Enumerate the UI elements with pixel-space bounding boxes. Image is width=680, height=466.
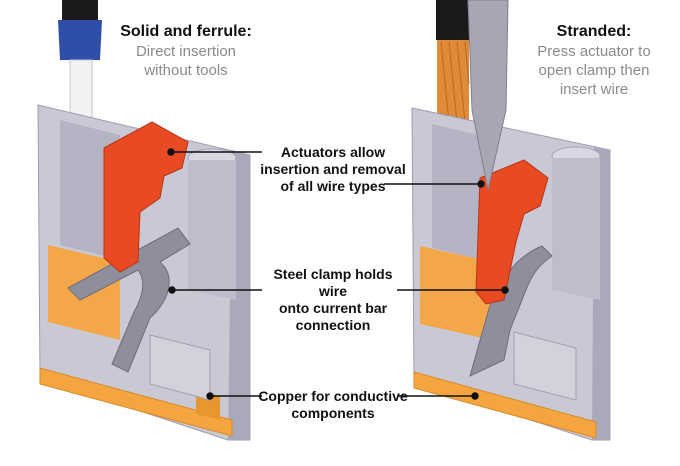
callout-actuators-line-3: of all wire types xyxy=(280,178,386,194)
left-wire-insulation xyxy=(62,0,98,22)
callout-actuators-line-2: insertion and removal xyxy=(260,161,406,177)
right-caption-line-2: open clamp then xyxy=(538,62,650,79)
leader-dot-copper-right xyxy=(471,392,479,400)
callout-copper: Copper for conductive components xyxy=(258,388,408,422)
left-ferrule xyxy=(58,20,102,60)
left-caption: Solid and ferrule: Direct insertion with… xyxy=(108,22,264,80)
right-copper-bar xyxy=(413,371,597,439)
left-caption-line-2: without tools xyxy=(144,62,228,79)
leader-dot-actuator-left xyxy=(167,148,175,156)
left-steel-clamp xyxy=(67,227,191,373)
callout-copper-line-2: components xyxy=(291,405,375,421)
right-wire-channel xyxy=(432,124,492,262)
left-caption-line-1: Direct insertion xyxy=(135,43,237,60)
callout-clamp-line-1: Steel clamp holds wire xyxy=(273,266,393,299)
callout-copper-line-1: Copper for conductive xyxy=(258,388,408,404)
callout-actuators-line-1: Actuators allow xyxy=(280,144,386,160)
right-copper-body xyxy=(420,246,492,340)
leader-dot-copper-left xyxy=(206,392,214,400)
callout-clamp-line-2: onto current bar xyxy=(278,300,388,316)
leader-dot-clamp-left xyxy=(168,286,176,294)
left-copper-bar xyxy=(39,367,233,437)
left-caption-title: Solid and ferrule: xyxy=(120,23,252,40)
leader-lines xyxy=(167,148,509,400)
right-caption-line-1: Press actuator to xyxy=(537,43,651,60)
callout-actuators: Actuators allow insertion and removal of… xyxy=(258,144,408,195)
left-ferrule-tip xyxy=(69,59,93,121)
leader-dot-actuator-right xyxy=(477,180,485,188)
left-right-chamber xyxy=(188,160,236,300)
right-actuator xyxy=(475,159,549,305)
right-caption-title: Stranded: xyxy=(556,23,632,40)
right-terminal xyxy=(411,0,611,441)
left-terminal xyxy=(37,0,251,441)
right-clamp-block xyxy=(513,331,577,401)
right-wire-insulation xyxy=(436,0,470,40)
left-clamp-block xyxy=(149,334,211,401)
right-tool xyxy=(467,0,509,191)
strand-lines xyxy=(440,41,470,123)
right-caption-line-3: insert wire xyxy=(559,81,629,98)
callout-clamp-line-3: connection xyxy=(295,317,371,333)
leader-dot-clamp-right xyxy=(501,286,509,294)
left-actuator xyxy=(103,121,189,273)
right-right-chamber xyxy=(552,158,600,300)
right-caption: Stranded: Press actuator to open clamp t… xyxy=(514,22,674,99)
callout-clamp: Steel clamp holds wire onto current bar … xyxy=(258,266,408,334)
